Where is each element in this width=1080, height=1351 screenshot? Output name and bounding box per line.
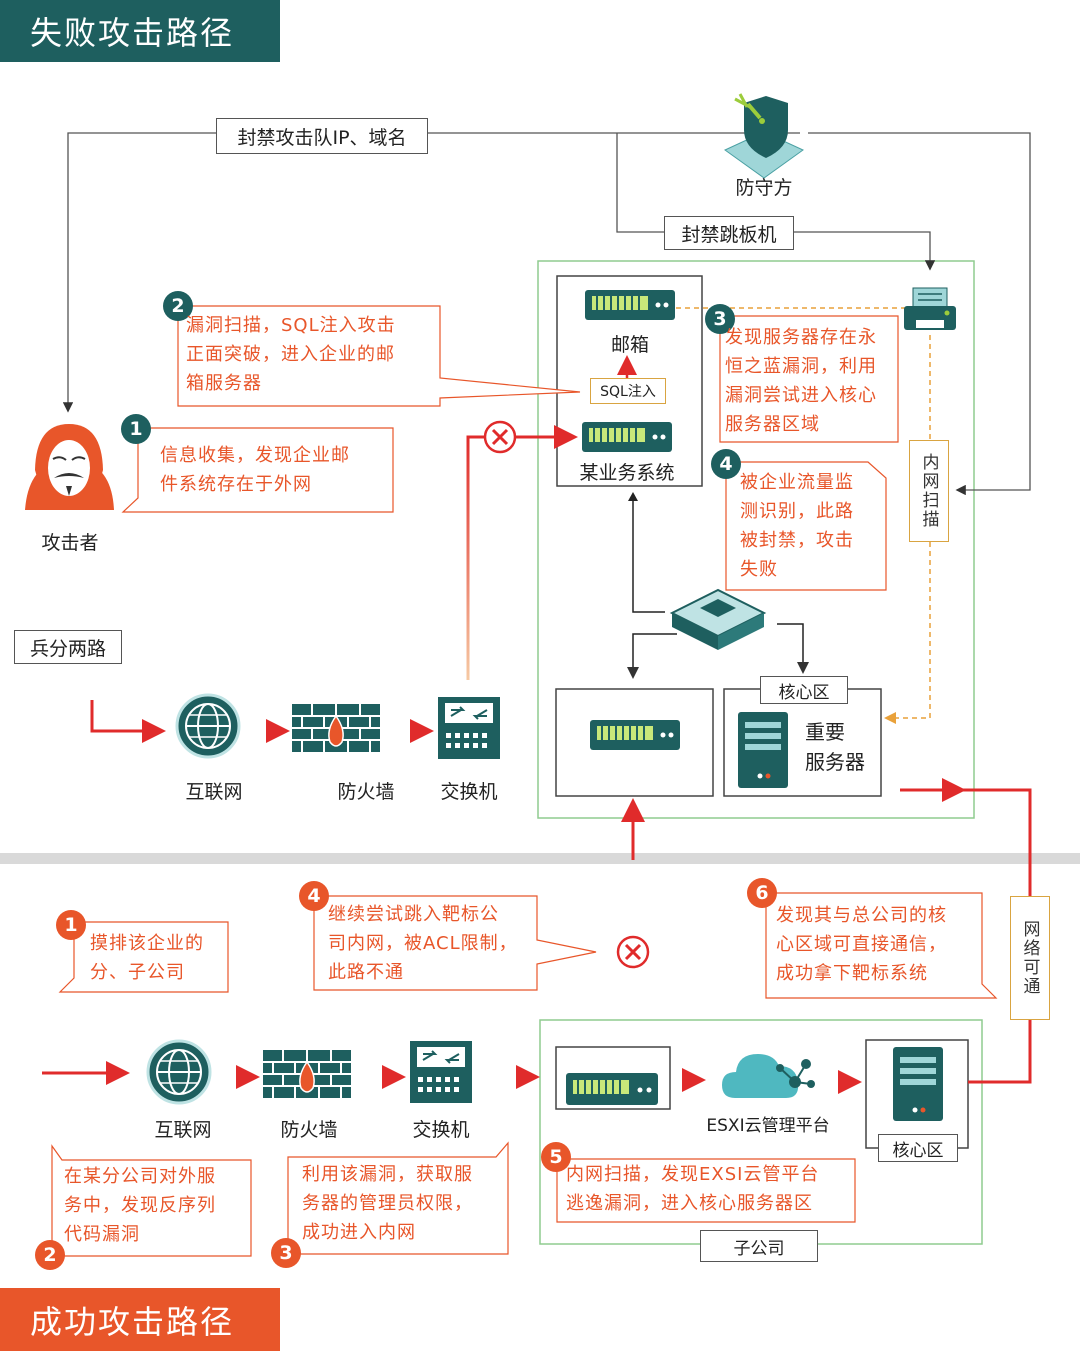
- server-label: 服务器: [805, 750, 865, 774]
- section-divider: [0, 853, 1080, 864]
- firewall-label-top: 防火墙: [337, 781, 395, 803]
- bottom-step-5-text: 内网扫描，发现EXSI云管平台逃逸漏洞，进入核心服务器区: [566, 1164, 820, 1214]
- defender-label: 防守方: [735, 177, 793, 199]
- bottom-step-6-number: 6: [747, 878, 777, 908]
- firewall-icon-top: [292, 704, 380, 752]
- firewall-icon-bottom: [263, 1050, 351, 1098]
- defender-right-line: [808, 132, 1031, 496]
- callout-top-4: [725, 461, 887, 591]
- bottom-step-1-number: 1: [56, 910, 86, 940]
- mailbox-label: 邮箱: [610, 334, 649, 356]
- switch-icon-top: [438, 697, 500, 759]
- callout-bot-1: [58, 921, 229, 993]
- important-label: 重要: [805, 720, 845, 744]
- top-step-1-number: 1: [121, 414, 151, 444]
- bottom-step-2-number: 2: [35, 1240, 65, 1270]
- top-step-2-number: 2: [163, 291, 193, 321]
- subsidiary-label: 子公司: [700, 1230, 818, 1262]
- mail-server-icon: [585, 290, 675, 320]
- top-step-3-text: 发现服务器存在永恒之蓝漏洞，利用漏洞尝试进入核心服务器区域: [725, 327, 877, 435]
- bottom-step-3-text: 利用该漏洞，获取服务器的管理员权限，成功进入内网: [302, 1164, 473, 1243]
- internet-label-bottom: 互联网: [154, 1119, 212, 1141]
- core-zone-label-top: 核心区: [760, 676, 848, 704]
- biz-system-label: 某业务系统: [579, 462, 675, 484]
- ban-ip-box: 封禁攻击队IP、域名: [216, 118, 428, 154]
- important-server-icon: [738, 712, 788, 788]
- printer-icon: [904, 287, 956, 330]
- esxi-cloud-icon: [722, 1054, 815, 1098]
- callout-bot-4: [313, 895, 597, 991]
- top-step-4-number: 4: [711, 449, 741, 479]
- top-step-2-text: 漏洞扫描，SQL注入攻击正面突破，进入企业的邮箱服务器: [186, 315, 396, 394]
- internet-label-top: 互联网: [185, 781, 243, 803]
- fail-path-banner: 失败攻击路径: [0, 0, 280, 62]
- sub-core-server-icon: [893, 1047, 943, 1121]
- bottom-step-1-text: 摸排该企业的分、子公司: [90, 933, 204, 983]
- firewall-label-bottom: 防火墙: [280, 1119, 338, 1141]
- success-path-banner: 成功攻击路径: [0, 1288, 280, 1351]
- bottom-step-4-text: 继续尝试跳入靶标公司内网，被ACL限制，此路不通: [328, 904, 518, 983]
- esxi-label: ESXI云管理平台: [706, 1116, 830, 1136]
- attacker-icon: [25, 424, 114, 510]
- attacker-label: 攻击者: [41, 532, 99, 554]
- top-step-3-number: 3: [705, 304, 735, 334]
- ban-jump-box: 封禁跳板机: [664, 216, 794, 250]
- callout-bot-5: [556, 1158, 856, 1223]
- split-box: 兵分两路: [14, 630, 122, 664]
- callout-bot-3: [287, 1141, 509, 1255]
- callout-top-1: [121, 427, 394, 513]
- sub-server-icon: [566, 1073, 658, 1105]
- callout-top-3: [719, 315, 899, 443]
- bottom-step-6-text: 发现其与总公司的核心区域可直接通信，成功拿下靶标系统: [776, 905, 947, 984]
- intranet-scan-box: 内网扫描: [909, 440, 949, 542]
- bottom-step-3-number: 3: [271, 1238, 301, 1268]
- callout-bot-6: [765, 892, 998, 999]
- top-step-1-text: 信息收集，发现企业邮件系统存在于外网: [160, 445, 350, 495]
- callout-top-2: [177, 305, 581, 407]
- globe-icon-bottom: [146, 1039, 212, 1105]
- bottom-step-5-number: 5: [541, 1142, 571, 1172]
- callout-bot-2: [51, 1144, 252, 1257]
- core-zone-label-bottom: 核心区: [878, 1134, 958, 1162]
- switch-icon-bottom: [410, 1041, 472, 1103]
- biz-server-icon: [582, 422, 672, 452]
- lower-server-icon: [590, 720, 680, 750]
- switch-label-top: 交换机: [440, 781, 498, 803]
- top-step-4-text: 被企业流量监测识别，此路被封禁，攻击失败: [740, 472, 854, 580]
- globe-icon-top: [175, 693, 241, 759]
- bottom-step-4-number: 4: [299, 881, 329, 911]
- defender-shield-icon: [724, 93, 804, 179]
- bottom-step-2-text: 在某分公司对外服务中，发现反序列代码漏洞: [64, 1166, 216, 1245]
- sql-injection-box: SQL注入: [590, 378, 666, 404]
- switch-label-bottom: 交换机: [412, 1119, 470, 1141]
- net-reach-box: 网络可通: [1010, 896, 1050, 1020]
- core-switch-icon: [669, 588, 767, 650]
- enterprise-zone: [537, 260, 975, 819]
- ban-ip-line: [62, 132, 800, 413]
